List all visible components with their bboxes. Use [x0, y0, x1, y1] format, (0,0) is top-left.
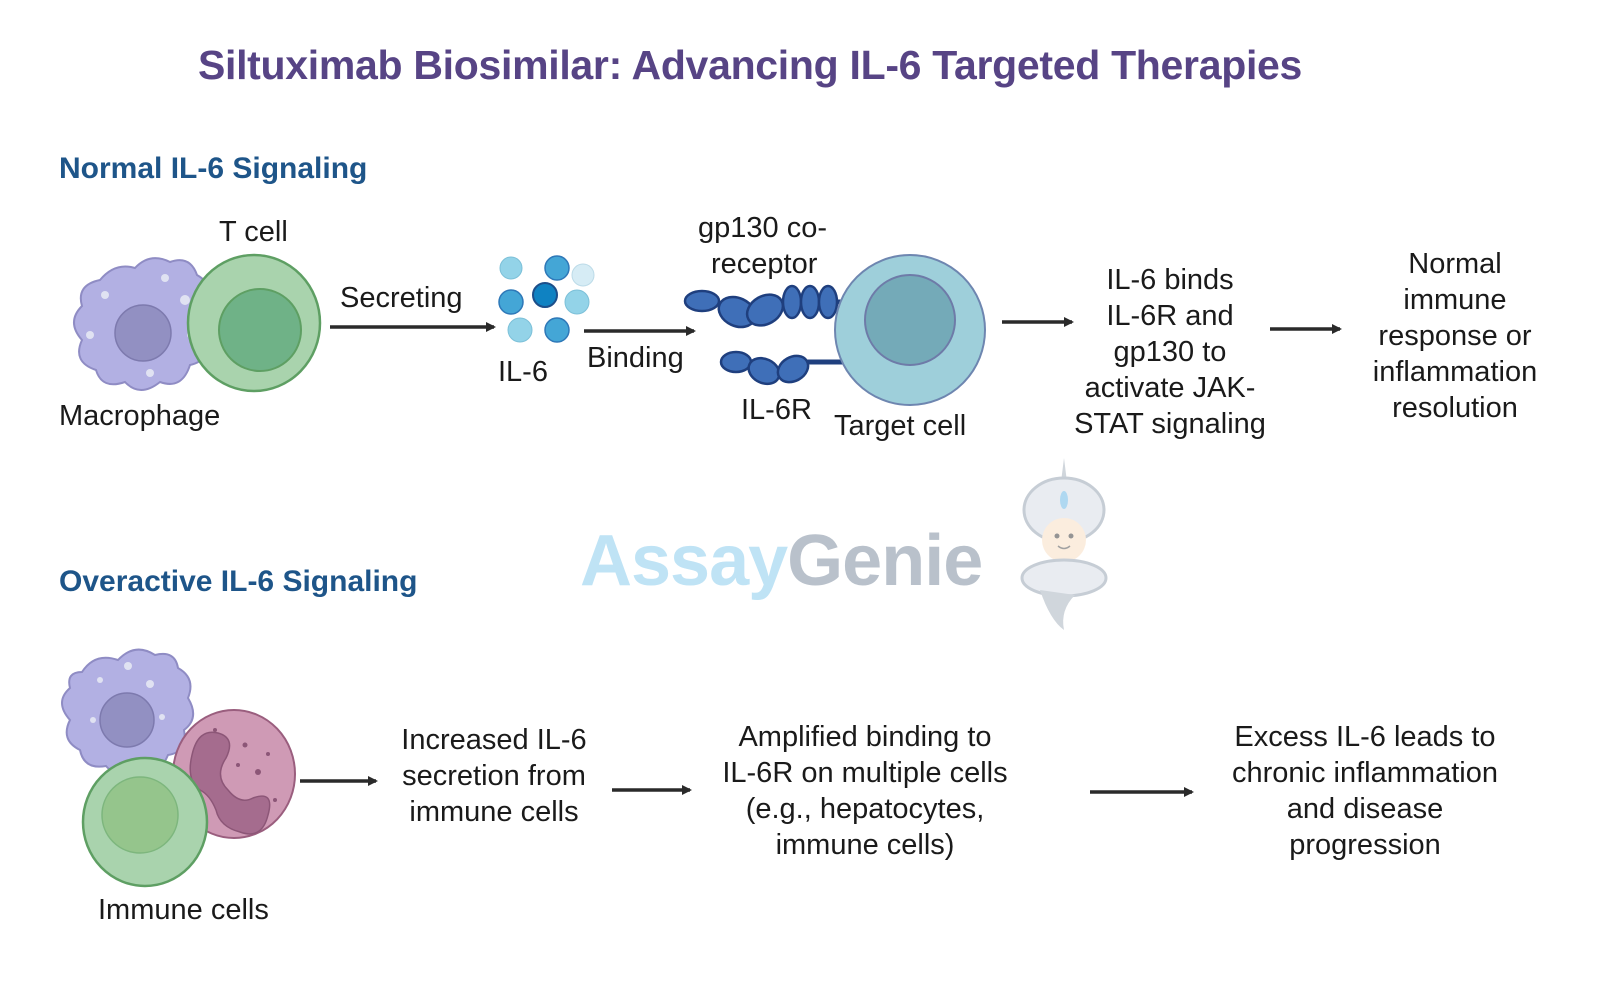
- il6-molecules-icon: [498, 255, 595, 343]
- secreting-label: Secreting: [340, 282, 463, 314]
- overactive-step-secretion: Increased IL-6 secretion from immune cel…: [378, 722, 610, 830]
- overactive-step-text-3: Excess IL-6 leads to chronic inflammatio…: [1232, 721, 1498, 861]
- macrophage-label: Macrophage: [59, 400, 221, 432]
- gp130-receptor-icon: [683, 284, 850, 329]
- assaygenie-watermark: AssayGenie: [580, 520, 983, 602]
- t-cell-label: T cell: [219, 216, 288, 248]
- target-cell-label: Target cell: [834, 410, 967, 442]
- normal-step-jak-stat: IL-6 binds IL-6R and gp130 to activate J…: [1055, 262, 1285, 442]
- normal-step-text-2: Normal immune response or inflammation r…: [1372, 248, 1538, 424]
- il6-label: IL-6: [498, 356, 548, 388]
- il6r-label: IL-6R: [741, 394, 812, 426]
- overactive-step-outcome: Excess IL-6 leads to chronic inflammatio…: [1200, 719, 1530, 863]
- normal-step-text-1: IL-6 binds IL-6R and gp130 to activate J…: [1074, 264, 1266, 440]
- overactive-signaling-heading: Overactive IL-6 Signaling: [59, 565, 418, 598]
- il6r-receptor-icon: [719, 350, 850, 386]
- overactive-step-binding: Amplified binding to IL-6R on multiple c…: [700, 719, 1030, 863]
- watermark-assay: Assay: [580, 521, 788, 601]
- gp130-label-line2: receptor: [711, 248, 818, 280]
- overactive-step-text-2: Amplified binding to IL-6R on multiple c…: [722, 721, 1008, 861]
- normal-signaling-heading: Normal IL-6 Signaling: [59, 152, 368, 185]
- t-cell-icon: [186, 253, 322, 393]
- overactive-step-text-1: Increased IL-6 secretion from immune cel…: [401, 724, 587, 828]
- gp130-label-line1: gp130 co-: [698, 212, 827, 244]
- page-title: Siltuximab Biosimilar: Advancing IL-6 Ta…: [197, 42, 1303, 88]
- genie-mascot-icon: [1020, 458, 1108, 630]
- normal-step-outcome: Normal immune response or inflammation r…: [1345, 246, 1565, 426]
- macrophage-icon: [73, 257, 216, 391]
- watermark-genie: Genie: [787, 521, 983, 601]
- binding-label: Binding: [587, 342, 684, 374]
- immune-cells-label: Immune cells: [98, 894, 269, 926]
- target-cell-icon: [834, 254, 986, 406]
- immune-cells-icon: [61, 648, 296, 888]
